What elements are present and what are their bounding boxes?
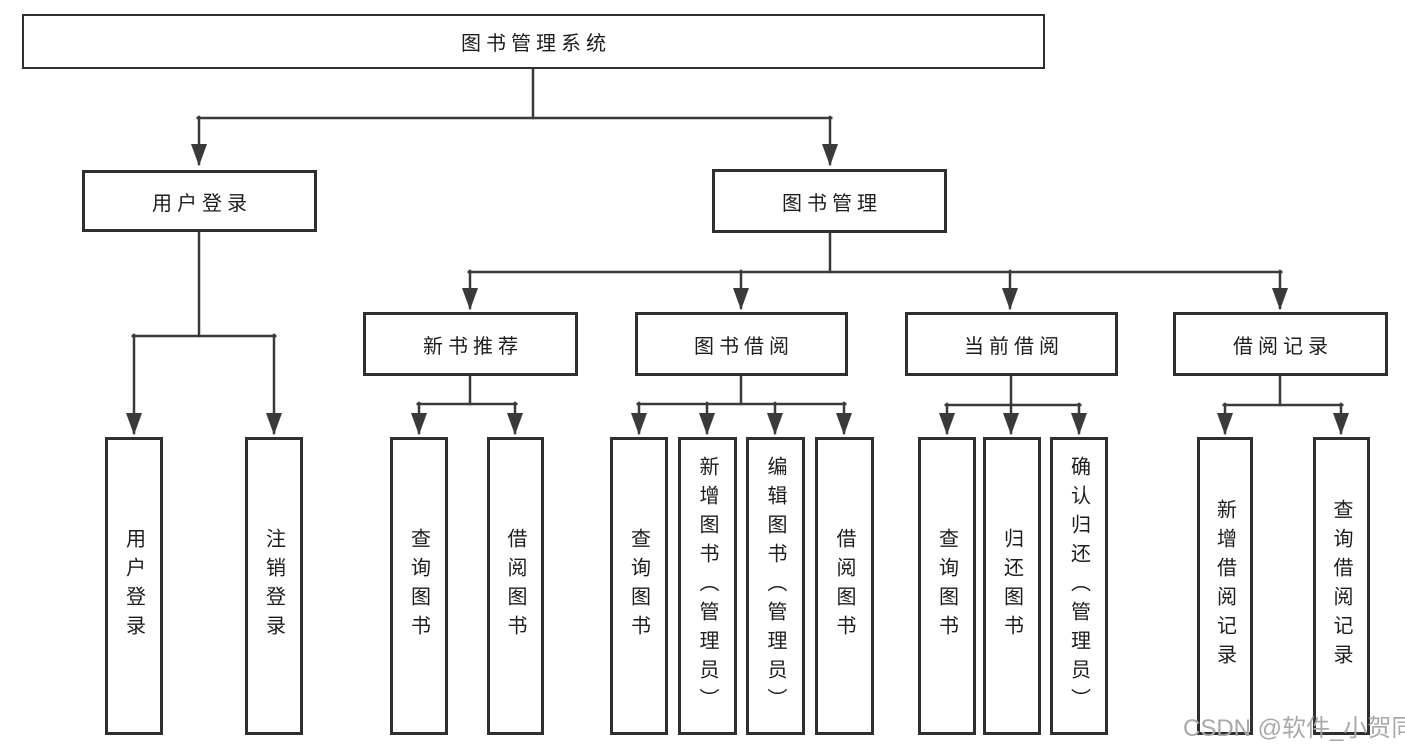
node-borrowing-records: 借阅记录 (1173, 312, 1388, 376)
node-user-login-leaf: 用户登录 (105, 437, 163, 735)
edge-book-management-to-children (462, 231, 1288, 310)
node-label: 查询图书 (407, 528, 430, 644)
node-label: 查询借阅记录 (1330, 499, 1352, 673)
node-cb-confirm-return-admin: 确认归还（管理员） (1050, 437, 1108, 735)
node-nb-borrow-books: 借阅图书 (487, 437, 544, 735)
edge-new-book-recommendation-to-children (411, 374, 523, 435)
node-bb-add-books-admin: 新增图书（管理员） (678, 437, 737, 735)
node-nb-query-books: 查询图书 (390, 437, 448, 735)
edge-current-borrowing-to-children (939, 374, 1087, 435)
node-label: 借阅图书 (504, 528, 526, 644)
node-label: 新增图书（管理员） (696, 455, 718, 717)
node-cb-query-books: 查询图书 (918, 437, 976, 735)
node-bb-query-books: 查询图书 (610, 437, 668, 735)
node-book-management: 图书管理 (712, 169, 947, 233)
node-label: 用户登录 (152, 192, 252, 215)
edge-book-borrowing-to-children (631, 374, 852, 435)
node-label: 当前借阅 (964, 335, 1064, 358)
node-br-query-borrow-record: 查询借阅记录 (1313, 437, 1370, 735)
edge-borrowing-records-to-children (1217, 374, 1349, 435)
node-label: 借阅记录 (1233, 335, 1333, 358)
node-label: 新增借阅记录 (1213, 499, 1236, 673)
node-label: 用户登录 (122, 528, 145, 644)
node-label: 图书管理 (782, 192, 882, 215)
node-label: 借阅图书 (833, 528, 855, 644)
node-label: 归还图书 (1000, 528, 1023, 644)
node-label: 查询图书 (627, 528, 650, 644)
node-label: 新书推荐 (423, 335, 523, 358)
edge-root-to-children (191, 67, 838, 166)
node-label: 注销登录 (262, 528, 285, 644)
watermark: CSDN @软件_小贺同学 (1183, 715, 1405, 742)
node-logout-leaf: 注销登录 (245, 437, 303, 735)
edge-user-login-to-children (126, 230, 282, 435)
node-cb-return-books: 归还图书 (983, 437, 1041, 735)
node-bb-edit-books-admin: 编辑图书（管理员） (746, 437, 805, 735)
node-label: 编辑图书（管理员） (764, 455, 786, 717)
node-label: 确认归还（管理员） (1067, 455, 1090, 717)
node-label: 图书管理系统 (461, 33, 611, 55)
node-label: 图书借阅 (694, 335, 794, 358)
node-new-book-recommendation: 新书推荐 (363, 312, 578, 376)
node-library-management-system: 图书管理系统 (22, 14, 1045, 69)
node-book-borrowing: 图书借阅 (635, 312, 848, 376)
node-br-add-borrow-record: 新增借阅记录 (1197, 437, 1253, 735)
node-bb-borrow-books: 借阅图书 (815, 437, 874, 735)
node-label: 查询图书 (935, 528, 958, 644)
node-user-login: 用户登录 (82, 170, 317, 232)
node-current-borrowing: 当前借阅 (905, 312, 1118, 376)
